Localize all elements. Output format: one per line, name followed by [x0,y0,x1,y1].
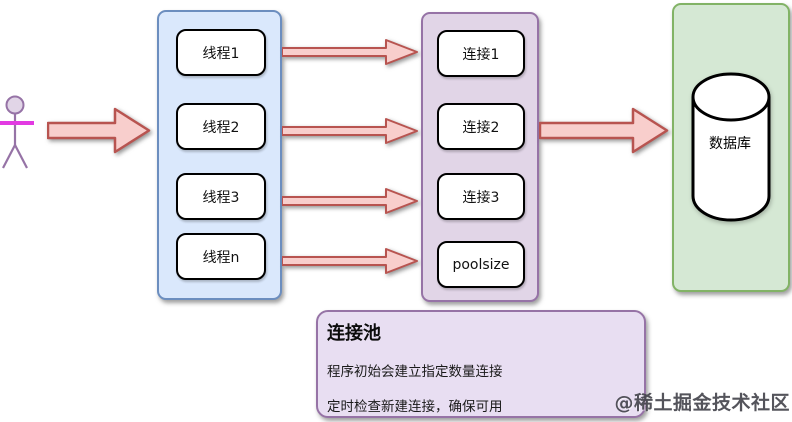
note-line-2: 定时检查新建连接，确保可用 [327,399,503,415]
connection-pool-note: 连接池 程序初始会建立指定数量连接 定时检查新建连接，确保可用 [316,310,646,418]
database-label: 数据库 [709,136,751,152]
note-line-1: 程序初始会建立指定数量连接 [327,364,503,380]
thread-to-connection-arrow-3 [282,188,418,214]
connection-box-1: 连接1 [437,30,525,77]
thread-box-n: 线程n [176,233,266,280]
thread-box-3: 线程3 [176,173,266,220]
database-container: 数据库 [672,3,790,292]
thread-to-connection-arrow-4 [282,248,418,274]
database-cylinder-icon [691,72,771,222]
thread-to-connection-arrow-1 [282,39,418,65]
watermark: @稀土掘金技术社区 [614,392,790,414]
thread-to-connection-arrow-2 [282,118,418,144]
thread-box-2: 线程2 [176,103,266,150]
poolsize-box: poolsize [437,241,525,288]
thread-box-1: 线程1 [176,29,266,76]
connection-pool-container: 连接1 连接2 连接3 poolsize [421,12,539,302]
user-to-threads-arrow [47,107,151,154]
pool-to-database-arrow [539,107,669,154]
connection-box-3: 连接3 [437,173,525,220]
connection-box-2: 连接2 [437,103,525,150]
actor-icon [0,95,34,169]
note-title: 连接池 [327,323,381,344]
thread-container: 线程1 线程2 线程3 线程n [157,10,282,300]
